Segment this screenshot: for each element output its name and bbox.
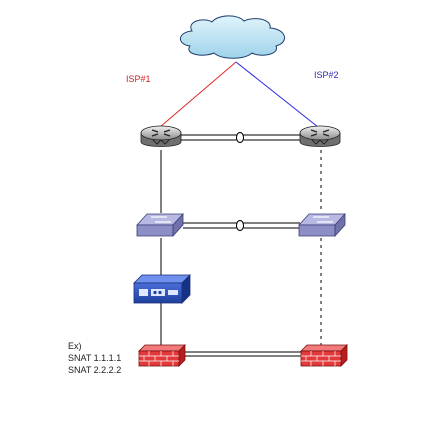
isp1-link xyxy=(159,61,237,128)
router-icon xyxy=(299,125,341,147)
isp1-label: ISP#1 xyxy=(126,74,151,84)
firewall-icon xyxy=(138,344,186,367)
isp2-label: ISP#2 xyxy=(314,70,339,80)
link-aggregation-icon xyxy=(236,132,244,143)
firewall-icon xyxy=(300,344,348,367)
note-line-1: Ex) xyxy=(68,341,82,351)
isp2-link xyxy=(235,61,319,128)
cloud-icon xyxy=(180,15,285,59)
switch-icon xyxy=(136,212,184,238)
switch-link-aggregation-icon xyxy=(236,220,244,231)
load-balancer-icon xyxy=(133,274,191,304)
note-line-3: SNAT 2.2.2.2 xyxy=(68,365,122,375)
note-line-2: SNAT 1.1.1.1 xyxy=(68,353,122,363)
switch-icon xyxy=(298,212,346,238)
router-icon xyxy=(140,125,182,147)
